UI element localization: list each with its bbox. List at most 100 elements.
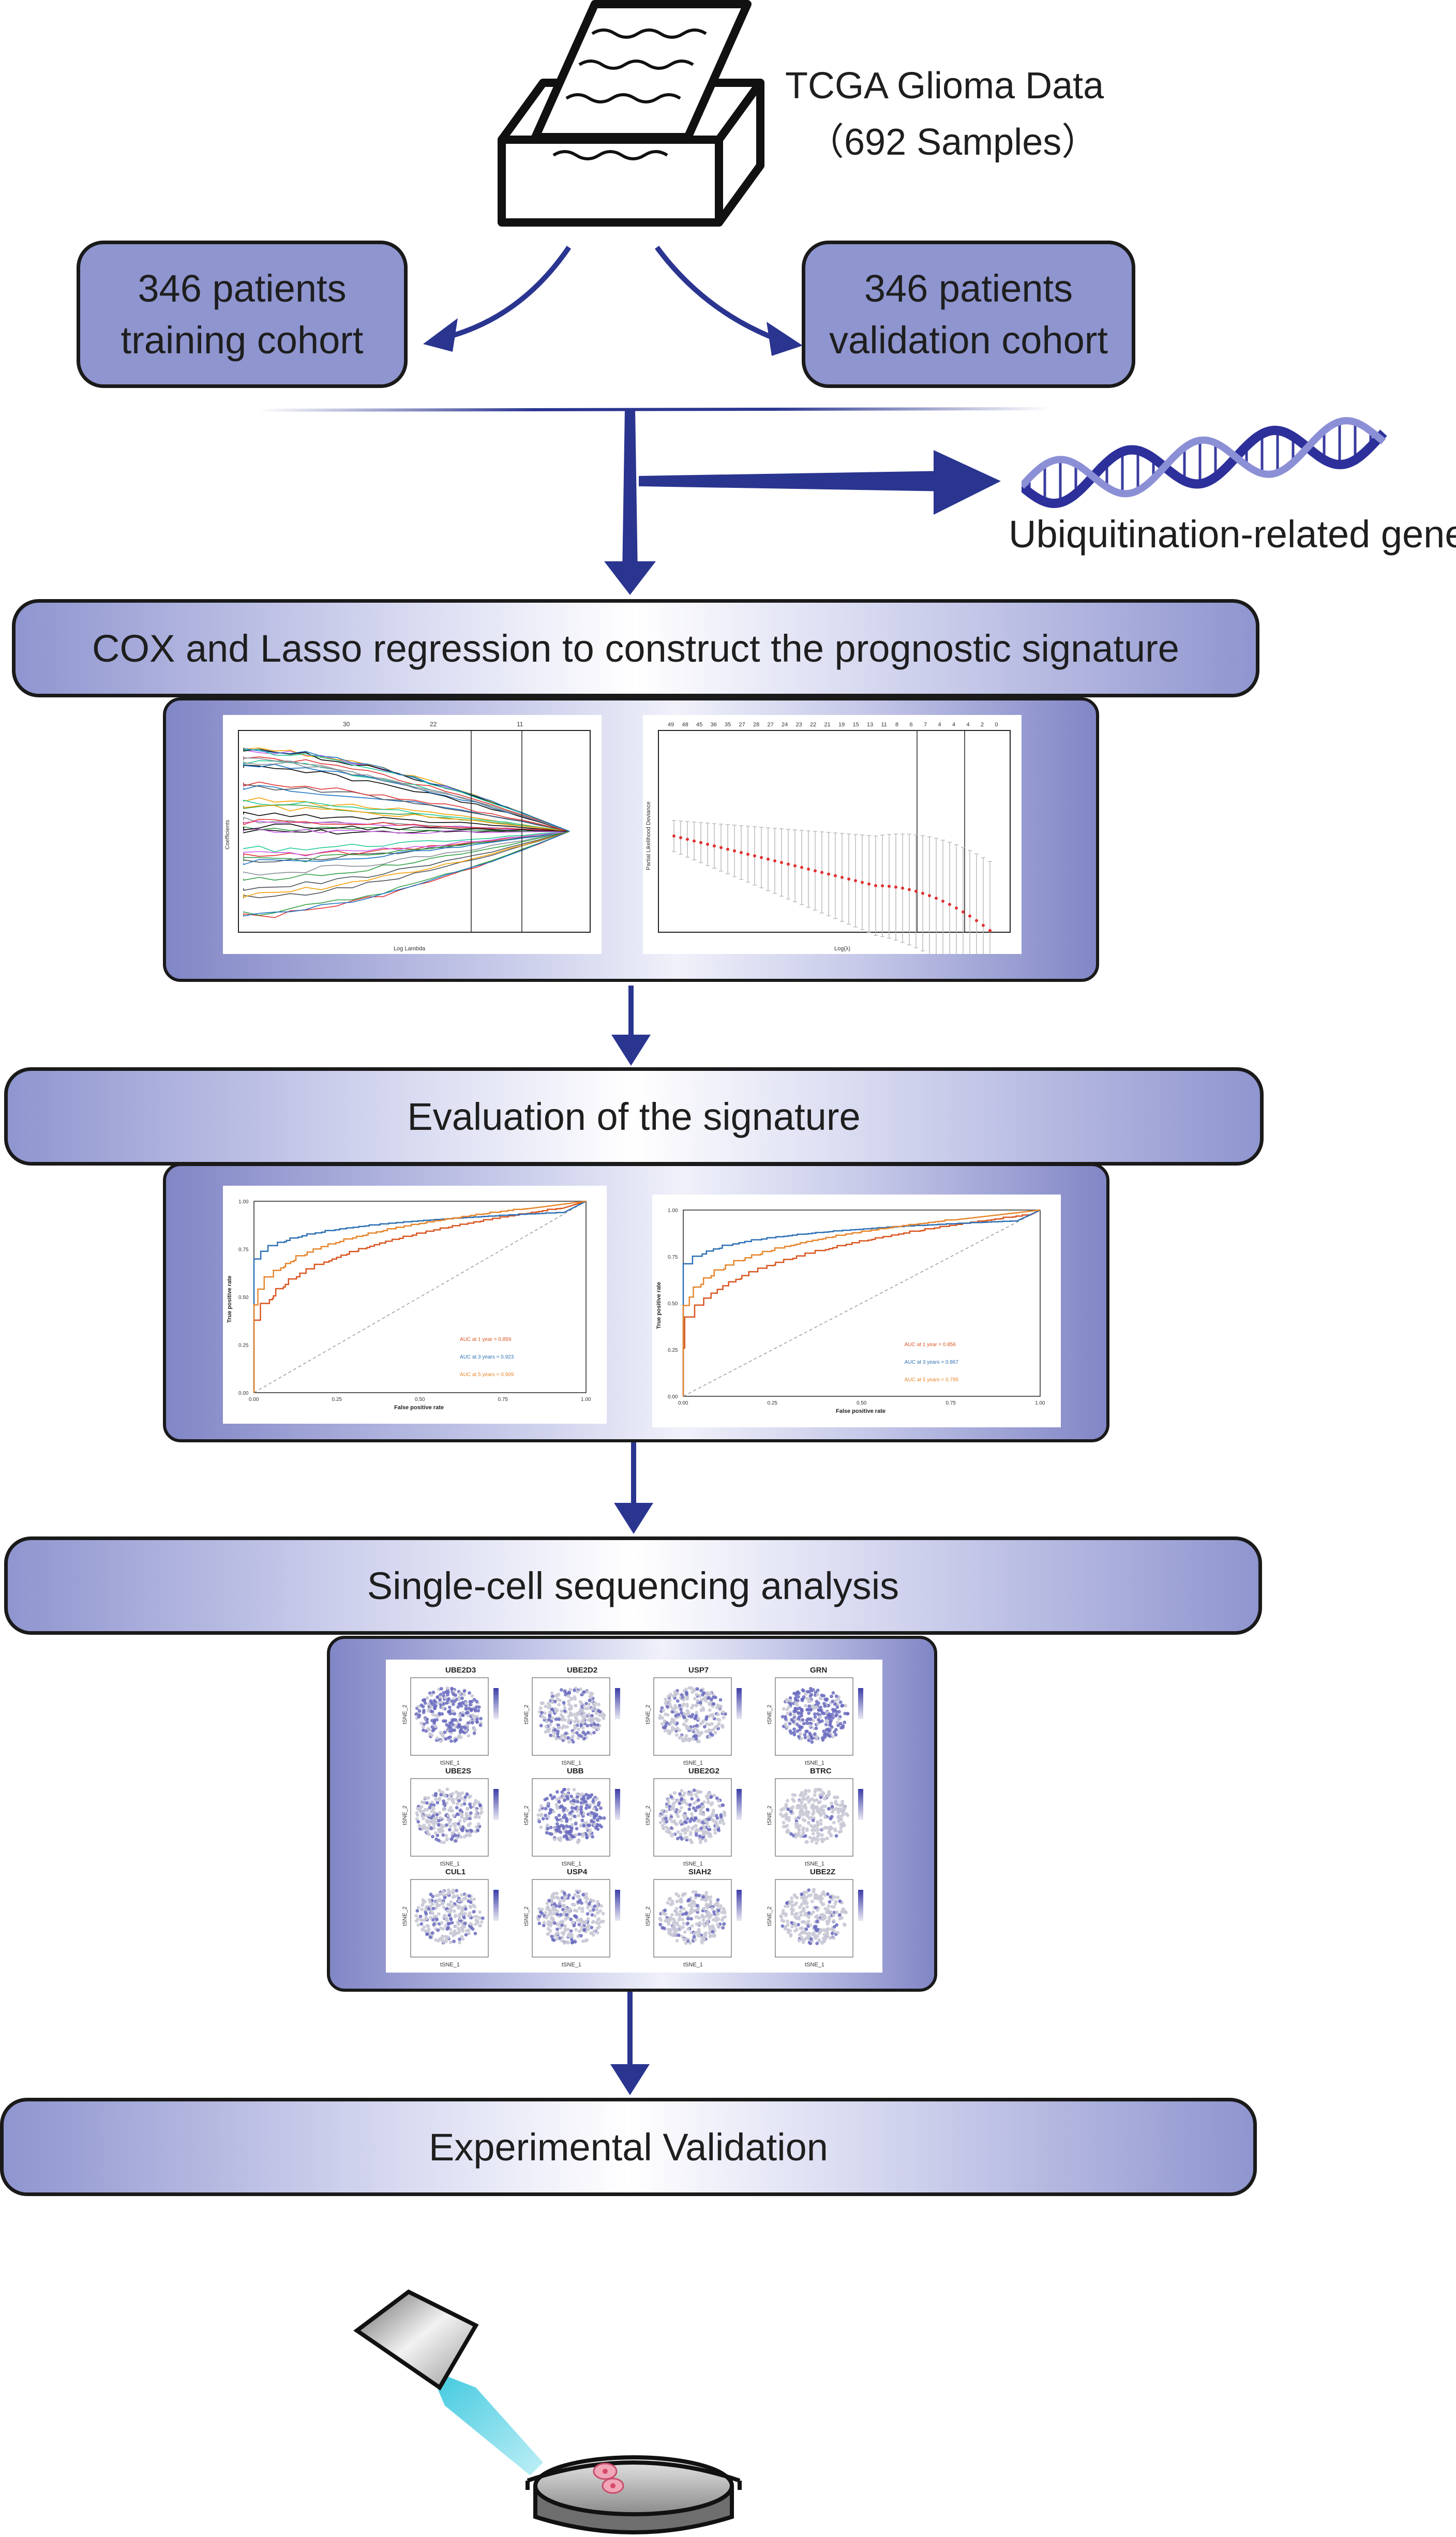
cox-lasso-step: COX and Lasso regression to construct th… bbox=[12, 599, 1259, 697]
coef-xlabel: Log Lambda bbox=[394, 946, 426, 952]
tsne-ylabel: tSNE_2 bbox=[645, 1906, 651, 1926]
roc-ytick: 1.00 bbox=[668, 1208, 678, 1214]
tsne-xlabel: tSNE_1 bbox=[562, 1861, 581, 1867]
cv-top-label: 2 bbox=[981, 722, 984, 728]
tsne-xlabel: tSNE_1 bbox=[440, 1760, 460, 1766]
validation-line1: 346 patients bbox=[864, 266, 1073, 310]
cv-point bbox=[908, 888, 911, 891]
roc-xtick: 0.00 bbox=[678, 1400, 688, 1406]
pipette-and-dish-icon bbox=[353, 2289, 742, 2534]
roc-ytick: 1.00 bbox=[238, 1199, 249, 1205]
tsne-title-usp4: USP4 bbox=[567, 1868, 588, 1876]
cv-point bbox=[753, 854, 756, 858]
experimental-step: Experimental Validation bbox=[0, 2098, 1257, 2196]
cv-top-label: 24 bbox=[782, 722, 788, 728]
coef-top-2: 11 bbox=[517, 721, 523, 728]
tsne-title-ube2s: UBE2S bbox=[445, 1767, 471, 1775]
cv-top-label: 4 bbox=[952, 722, 955, 728]
roc-xtick: 0.25 bbox=[332, 1397, 342, 1402]
tsne-ylabel: tSNE_2 bbox=[402, 1705, 408, 1724]
roc-xlabel: False positive rate bbox=[394, 1405, 444, 1411]
main-arrow-shaft bbox=[622, 409, 638, 574]
source-samples: （692 Samples） bbox=[807, 122, 1099, 163]
roc-xtick: 1.00 bbox=[581, 1397, 591, 1402]
cv-point bbox=[968, 914, 971, 918]
tsne-colorbar bbox=[858, 1688, 863, 1719]
coef-ylabel: Coefficients bbox=[224, 819, 231, 849]
tsne-title-ube2z: UBE2Z bbox=[810, 1868, 835, 1876]
cv-point bbox=[921, 891, 924, 895]
cv-top-label: 4 bbox=[938, 722, 941, 728]
tsne-colorbar bbox=[615, 1688, 620, 1719]
merge-bar bbox=[259, 407, 1050, 412]
roc-xtick: 0.50 bbox=[857, 1400, 867, 1406]
cv-point bbox=[679, 836, 682, 840]
tsne-title-ube2g2: UBE2G2 bbox=[688, 1767, 719, 1775]
roc-ytick: 0.50 bbox=[238, 1295, 249, 1301]
cv-top-label: 7 bbox=[924, 722, 927, 728]
cv-point bbox=[941, 900, 944, 903]
roc-ytick: 0.50 bbox=[668, 1301, 678, 1307]
cv-top-label: 45 bbox=[696, 722, 702, 728]
roc-ytick: 0.00 bbox=[668, 1394, 678, 1400]
tsne-ylabel: tSNE_2 bbox=[645, 1705, 651, 1724]
tsne-title-cul1: CUL1 bbox=[445, 1868, 466, 1876]
cv-point bbox=[847, 877, 850, 881]
cv-point bbox=[894, 885, 897, 889]
roc-auc-1: AUC at 1 year = 0.859 bbox=[460, 1337, 512, 1342]
tsne-ylabel: tSNE_2 bbox=[767, 1805, 773, 1825]
cv-point bbox=[901, 886, 904, 890]
roc-auc-1: AUC at 1 year = 0.856 bbox=[905, 1342, 956, 1348]
cv-point bbox=[760, 856, 763, 859]
tsne-xlabel: tSNE_1 bbox=[440, 1962, 460, 1968]
dna-strand bbox=[1022, 425, 1387, 508]
roc-auc-5: AUC at 5 years = 0.909 bbox=[460, 1372, 514, 1378]
tsne-ylabel: tSNE_2 bbox=[767, 1705, 773, 1724]
tsne-colorbar bbox=[615, 1789, 620, 1820]
tsne-colorbar bbox=[493, 1688, 499, 1719]
tsne-ylabel: tSNE_2 bbox=[402, 1906, 408, 1926]
validation-cohort-box: 346 patients validation cohort bbox=[802, 241, 1135, 388]
tsne-ylabel: tSNE_2 bbox=[523, 1805, 530, 1825]
cv-top-label: 22 bbox=[810, 722, 816, 728]
roc-curve-y5 bbox=[682, 1209, 1041, 1396]
roc-ylabel: True positive rate bbox=[227, 1276, 233, 1323]
cv-point bbox=[827, 872, 830, 876]
cv-top-label: 49 bbox=[668, 722, 674, 728]
coef-top-0: 30 bbox=[343, 721, 350, 728]
tsne-colorbar bbox=[737, 1688, 742, 1719]
evaluation-step: Evaluation of the signature bbox=[4, 1067, 1264, 1166]
roc-xtick: 1.00 bbox=[1035, 1400, 1045, 1406]
tsne-xlabel: tSNE_1 bbox=[683, 1861, 703, 1867]
roc-xtick: 0.75 bbox=[946, 1400, 956, 1406]
roc-diagonal bbox=[253, 1201, 587, 1393]
arrow-to-singlecell bbox=[614, 1503, 653, 1534]
tsne-ylabel: tSNE_2 bbox=[645, 1805, 651, 1825]
tsne-xlabel: tSNE_1 bbox=[805, 1861, 824, 1867]
cv-top-label: 23 bbox=[796, 722, 802, 728]
cv-point bbox=[699, 841, 702, 844]
tsne-colorbar bbox=[737, 1890, 742, 1921]
cv-top-label: 27 bbox=[739, 722, 745, 728]
cv-point bbox=[740, 851, 743, 854]
roc-xtick: 0.75 bbox=[498, 1397, 508, 1402]
genes-arrowhead bbox=[934, 450, 1001, 515]
tsne-xlabel: tSNE_1 bbox=[805, 1760, 824, 1766]
cv-point bbox=[706, 843, 709, 846]
cv-point bbox=[988, 929, 992, 932]
cv-point bbox=[861, 881, 864, 884]
cv-point bbox=[767, 857, 770, 861]
cv-top-label: 21 bbox=[824, 722, 831, 728]
training-line2: training cohort bbox=[121, 318, 364, 362]
cv-top-label: 6 bbox=[910, 722, 913, 728]
cv-top-label: 36 bbox=[711, 722, 717, 728]
tsne-title-btrc: BTRC bbox=[810, 1767, 832, 1775]
cv-point bbox=[780, 861, 783, 864]
cv-top-label: 4 bbox=[967, 722, 970, 728]
roc-auc-5: AUC at 5 years = 0.795 bbox=[905, 1377, 959, 1383]
tsne-xlabel: tSNE_1 bbox=[683, 1962, 703, 1968]
tsne-colorbar bbox=[737, 1789, 742, 1820]
